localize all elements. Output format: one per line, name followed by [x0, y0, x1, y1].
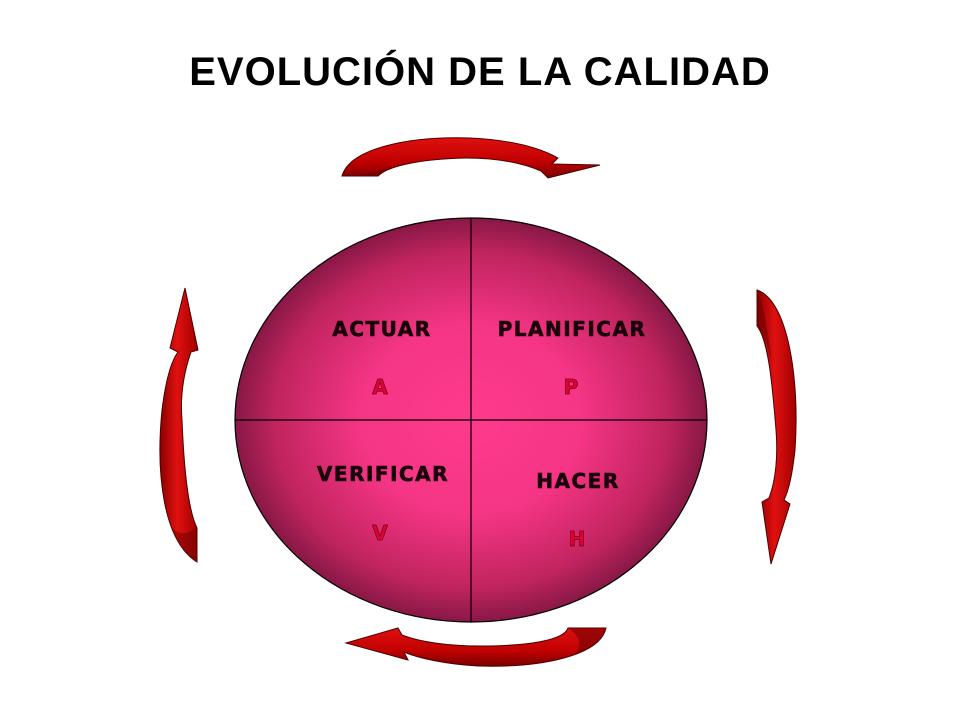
quadrant-letter-a: A [372, 375, 388, 399]
quadrant-letter-p: P [564, 375, 579, 399]
arrow-right-body [756, 289, 797, 565]
arrow-bottom [344, 627, 607, 667]
quadrant-label-hacer: HACER [536, 469, 619, 493]
arrow-top-shadow [342, 162, 412, 176]
arrow-right [756, 289, 797, 565]
arrow-bottom-body [344, 627, 607, 667]
quadrant-actuar: ACTUAR A [332, 317, 431, 400]
quadrant-letter-v: V [372, 521, 388, 545]
arrow-left-body [159, 287, 199, 563]
quadrant-label-planificar: PLANIFICAR [498, 317, 647, 341]
quadrant-planificar: PLANIFICAR P [497, 317, 647, 400]
quadrant-label-verificar: VERIFICAR [317, 462, 449, 486]
arrow-right-shadow [757, 290, 772, 366]
arrow-top [341, 137, 601, 179]
arrow-bottom-shadow [568, 628, 606, 656]
arrow-left-shadow [172, 528, 197, 562]
quadrant-letter-h: H [569, 527, 586, 551]
arrow-top-body [341, 137, 601, 179]
quadrant-label-actuar: ACTUAR [332, 317, 431, 341]
pdca-circle [234, 217, 708, 623]
quadrant-hacer: HACER H [536, 469, 619, 552]
arrow-left [159, 287, 199, 563]
quadrant-verificar: VERIFICAR V [317, 462, 449, 546]
page-title: EVOLUCIÓN DE LA CALIDAD [189, 50, 771, 94]
